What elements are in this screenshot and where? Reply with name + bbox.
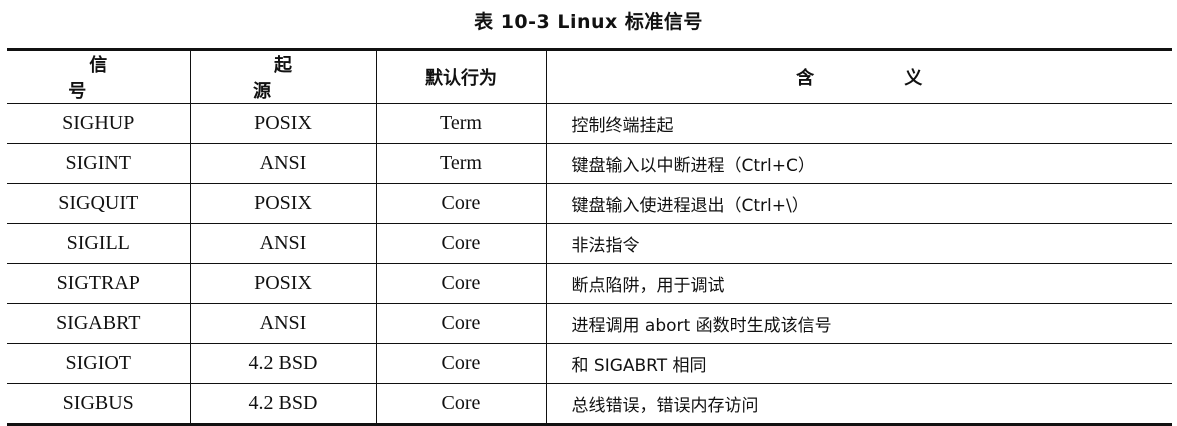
signal-meaning: 总线错误，错误内存访问 (545, 383, 1172, 425)
signal-name: SIGTRAP (7, 263, 191, 304)
header-row: 信 号 起 源 默认行为 含 义 (7, 49, 1172, 104)
signal-name: SIGILL (7, 223, 191, 264)
table-row: SIGABRT ANSI Core 进程调用 abort 函数时生成该信号 (7, 303, 1172, 344)
signal-default-action: Term (375, 143, 547, 184)
signal-origin: ANSI (189, 223, 377, 264)
signal-meaning: 非法指令 (545, 223, 1172, 264)
signal-meaning: 断点陷阱，用于调试 (545, 263, 1172, 304)
signal-default-action: Term (375, 103, 547, 144)
signal-origin: POSIX (189, 263, 377, 304)
signal-meaning: 和 SIGABRT 相同 (545, 343, 1172, 384)
signal-name: SIGABRT (7, 303, 191, 344)
signal-origin: ANSI (189, 143, 377, 184)
table-row: SIGILL ANSI Core 非法指令 (7, 223, 1172, 264)
signal-default-action: Core (375, 263, 547, 304)
signal-meaning: 键盘输入以中断进程（Ctrl+C） (545, 143, 1172, 184)
header-meaning: 含 义 (545, 49, 1172, 104)
signal-default-action: Core (375, 303, 547, 344)
signal-name: SIGQUIT (7, 183, 191, 224)
header-signal: 信 号 (7, 49, 191, 104)
table-row: SIGTRAP POSIX Core 断点陷阱，用于调试 (7, 263, 1172, 304)
signal-origin: ANSI (189, 303, 377, 344)
table-row: SIGQUIT POSIX Core 键盘输入使进程退出（Ctrl+\） (7, 183, 1172, 224)
signal-meaning: 控制终端挂起 (545, 103, 1172, 144)
signal-default-action: Core (375, 343, 547, 384)
signal-origin: POSIX (189, 103, 377, 144)
signal-origin: 4.2 BSD (189, 343, 377, 384)
header-default-action: 默认行为 (375, 49, 547, 104)
signal-meaning: 进程调用 abort 函数时生成该信号 (545, 303, 1172, 344)
signal-default-action: Core (375, 183, 547, 224)
signal-default-action: Core (375, 223, 547, 264)
table-caption: 表 10-3 Linux 标准信号 (474, 11, 703, 33)
signal-name: SIGBUS (7, 383, 191, 425)
table-row: SIGHUP POSIX Term 控制终端挂起 (7, 103, 1172, 144)
signal-default-action: Core (375, 383, 547, 425)
signal-origin: POSIX (189, 183, 377, 224)
signal-name: SIGIOT (7, 343, 191, 384)
linux-signal-table: 信 号 起 源 默认行为 含 义 SIGHUP POSIX Term 控制终端挂… (7, 48, 1172, 426)
table-row: SIGIOT 4.2 BSD Core 和 SIGABRT 相同 (7, 343, 1172, 384)
table-row: SIGBUS 4.2 BSD Core 总线错误，错误内存访问 (7, 383, 1172, 425)
header-origin: 起 源 (189, 49, 377, 104)
signal-meaning: 键盘输入使进程退出（Ctrl+\） (545, 183, 1172, 224)
signal-table-container: 信 号 起 源 默认行为 含 义 SIGHUP POSIX Term 控制终端挂… (7, 48, 1172, 426)
signal-name: SIGHUP (7, 103, 191, 144)
signal-name: SIGINT (7, 143, 191, 184)
table-row: SIGINT ANSI Term 键盘输入以中断进程（Ctrl+C） (7, 143, 1172, 184)
signal-origin: 4.2 BSD (189, 383, 377, 425)
